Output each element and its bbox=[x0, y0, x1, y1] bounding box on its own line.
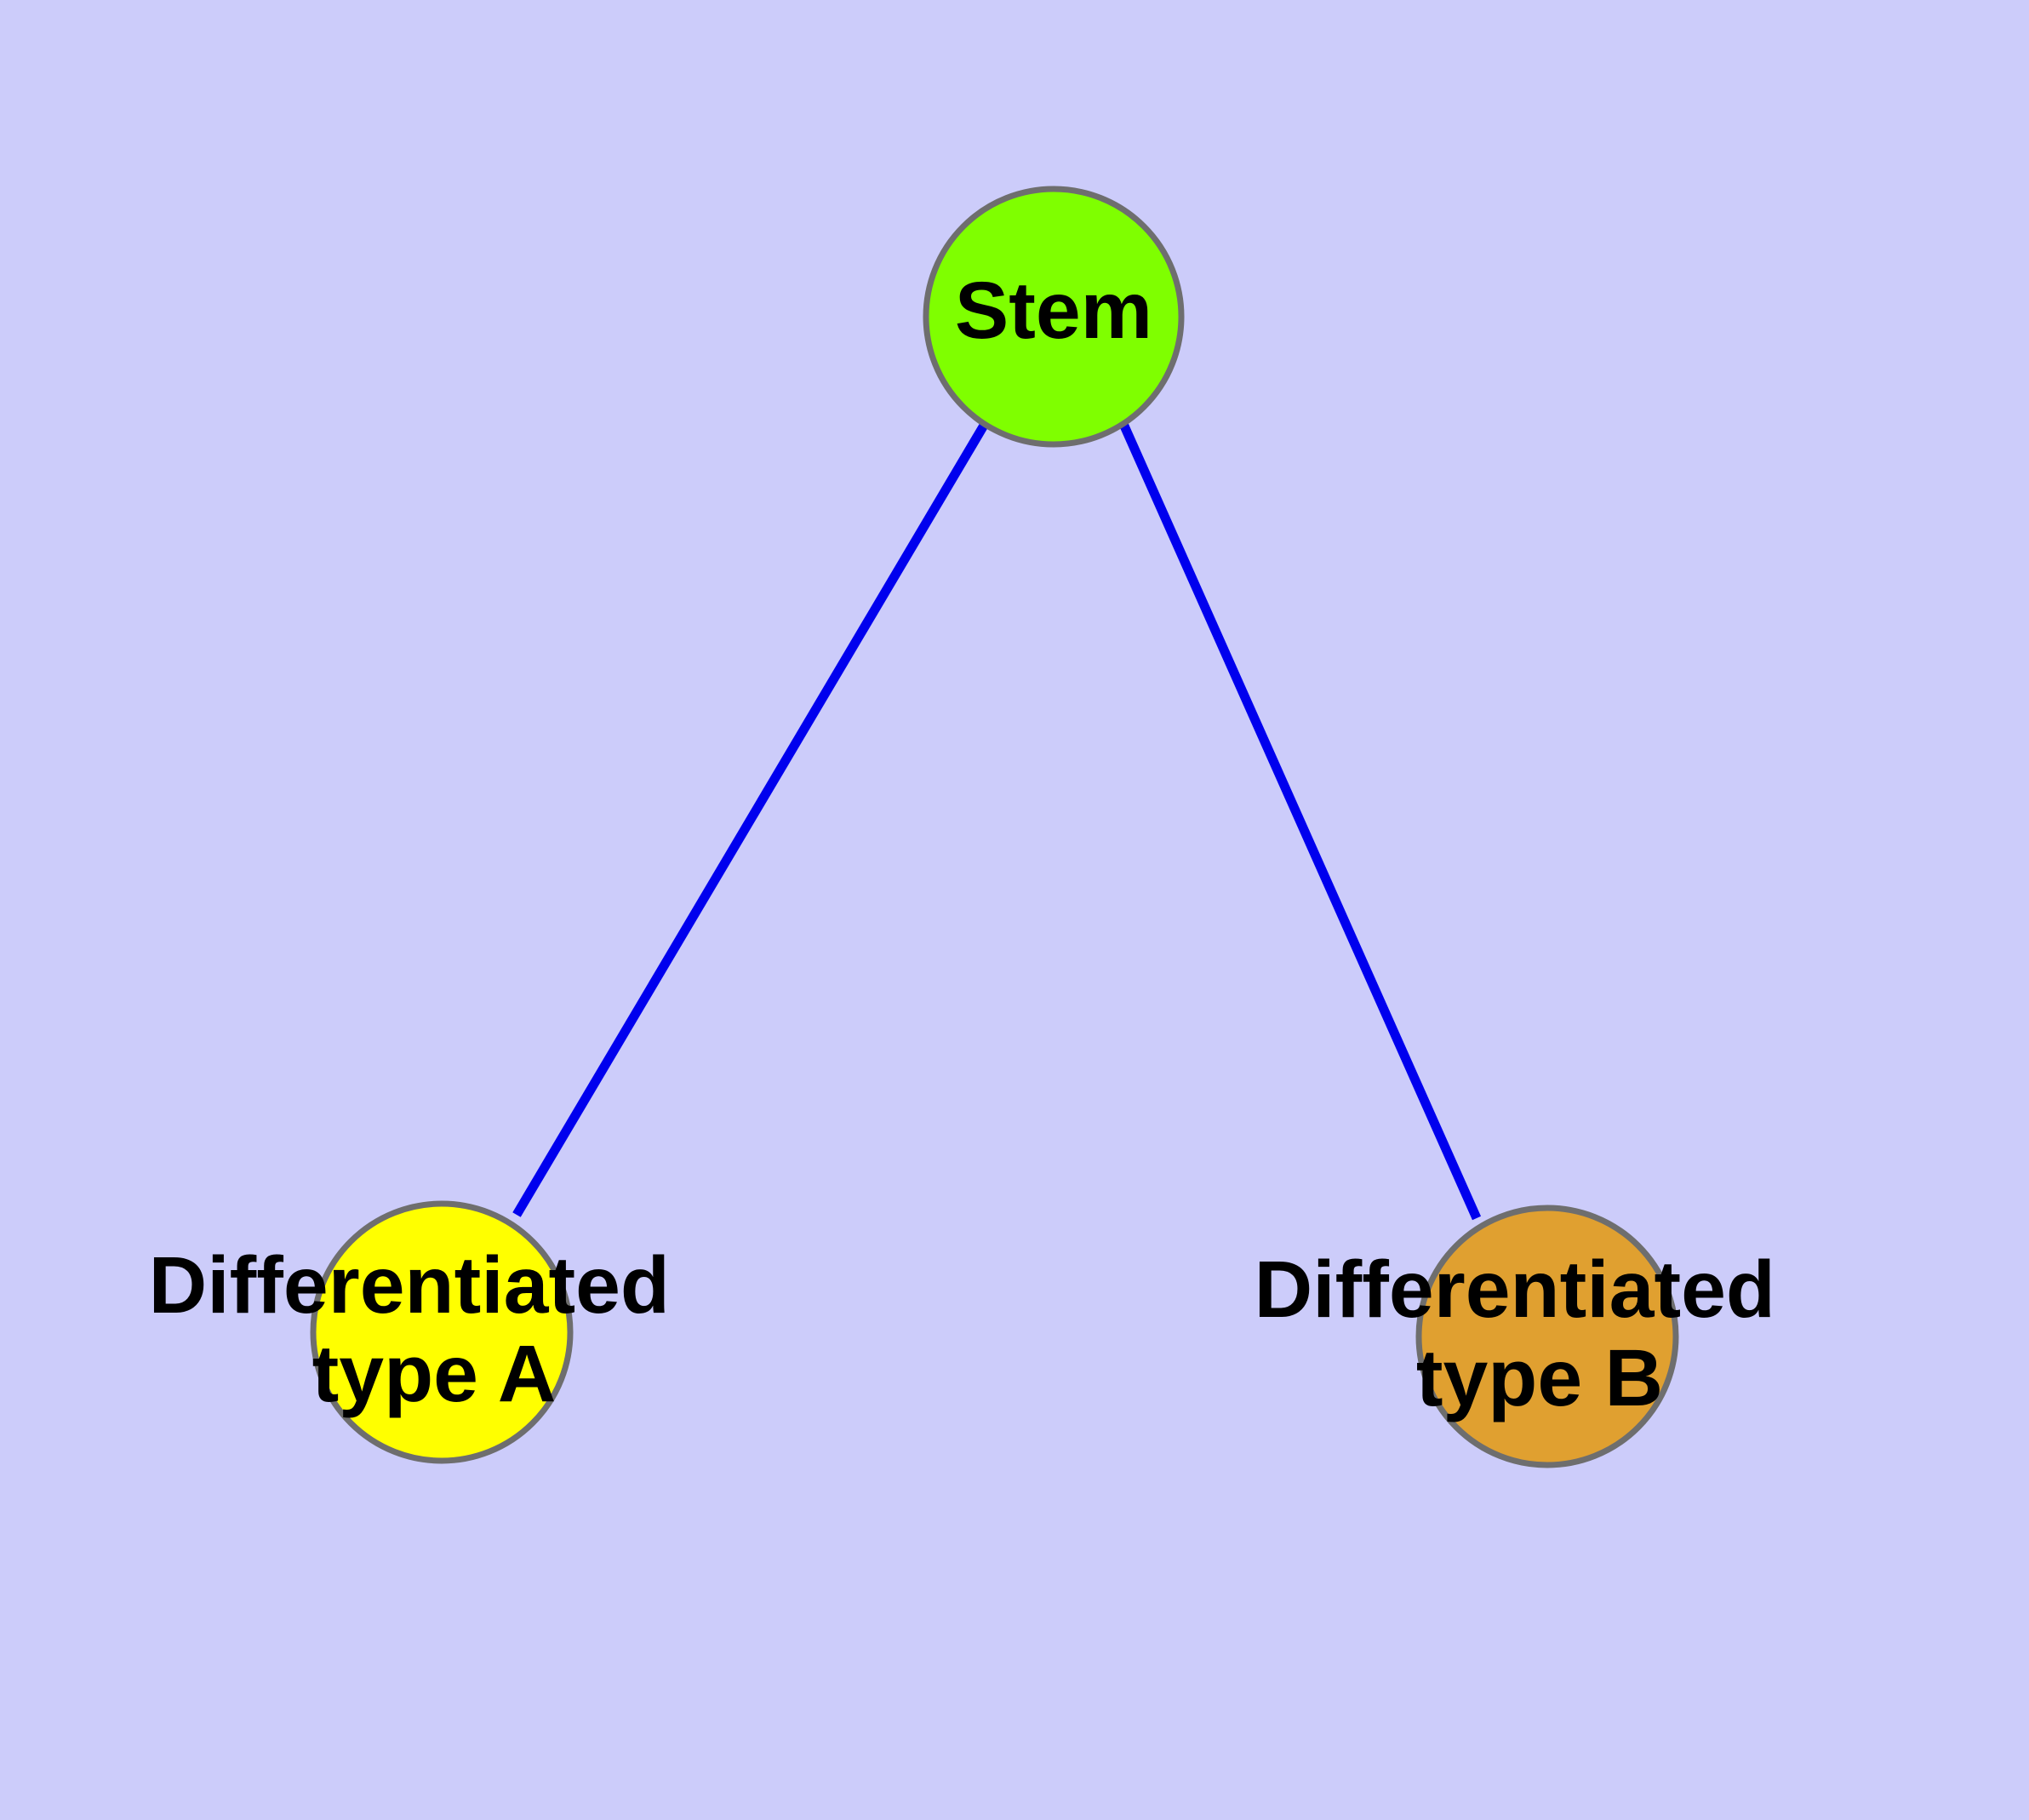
node-differentiated-type-a-label-line-2: type A bbox=[312, 1329, 557, 1419]
node-differentiated-type-b-label-line-1: Differentiated bbox=[1255, 1245, 1775, 1335]
node-stem-label-line-1: Stem bbox=[955, 266, 1152, 356]
node-differentiated-type-b-label-line-2: type B bbox=[1416, 1333, 1663, 1423]
node-differentiated-type-b-circle[interactable] bbox=[1415, 1205, 1679, 1468]
node-differentiated-type-a-label: Differentiated type A bbox=[149, 1240, 693, 1419]
node-stem-label: Stem bbox=[955, 266, 1152, 356]
node-differentiated-type-b-label: Differentiated type B bbox=[1255, 1245, 1798, 1423]
edge-stem-to-differentiated-type-b[interactable] bbox=[1118, 421, 1482, 1221]
node-differentiated-type-a-circle[interactable] bbox=[310, 1200, 574, 1464]
edge-stem-to-differentiated-type-a[interactable] bbox=[512, 421, 989, 1217]
node-stem-circle[interactable] bbox=[923, 186, 1185, 448]
node-differentiated-type-a-label-line-1: Differentiated bbox=[149, 1240, 670, 1331]
edge-layer bbox=[512, 421, 1482, 1221]
label-layer: Stem Differentiated type A Differentiate… bbox=[149, 266, 1798, 1423]
node-layer bbox=[310, 186, 1679, 1468]
